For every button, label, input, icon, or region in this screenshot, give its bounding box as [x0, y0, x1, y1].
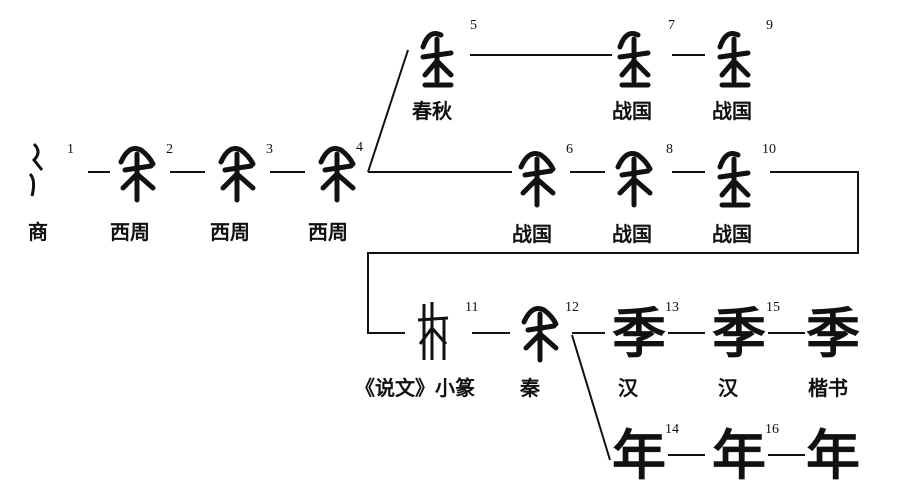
era-label: 秦 — [520, 376, 540, 400]
glyph-number: 1 — [67, 142, 74, 157]
era-label: 西周 — [210, 220, 250, 244]
era-label: 战国 — [612, 222, 652, 246]
era-label: 战国 — [712, 99, 752, 123]
glyph-final-nian: 年 — [806, 423, 860, 487]
era-label: 西周 — [308, 220, 348, 244]
glyph-number: 16 — [765, 422, 779, 437]
era-label: 商 — [28, 220, 48, 244]
glyph-12 — [518, 300, 562, 366]
glyph-number: 7 — [668, 18, 675, 33]
glyph-4 — [315, 140, 359, 206]
glyph-1 — [28, 142, 44, 197]
glyph-7 — [612, 25, 656, 91]
glyph-number: 14 — [665, 422, 679, 437]
glyph-number: 6 — [566, 142, 573, 157]
glyph-8 — [612, 145, 656, 211]
glyph-final-ji: 季 — [806, 301, 860, 365]
era-label: 春秋 — [412, 99, 452, 123]
glyph-14: 年 — [612, 423, 666, 487]
glyph-9 — [712, 25, 756, 91]
era-label: 汉 — [718, 376, 738, 400]
era-label-kaishu: 楷书 — [808, 376, 848, 400]
glyph-6 — [515, 145, 559, 211]
glyph-5 — [415, 25, 459, 91]
glyph-number: 3 — [266, 142, 273, 157]
glyph-10 — [712, 145, 756, 211]
glyph-number: 13 — [665, 300, 679, 315]
era-label: 西周 — [110, 220, 150, 244]
glyph-number: 10 — [762, 142, 776, 157]
glyph-number: 9 — [766, 18, 773, 33]
glyph-3 — [215, 140, 259, 206]
glyph-16: 年 — [712, 423, 766, 487]
glyph-number: 12 — [565, 300, 579, 315]
glyph-number: 4 — [356, 140, 363, 155]
era-label: 战国 — [512, 222, 552, 246]
glyph-number: 2 — [166, 142, 173, 157]
era-label: 《说文》小篆 — [355, 376, 475, 400]
glyph-number: 15 — [766, 300, 780, 315]
glyph-number: 8 — [666, 142, 673, 157]
glyph-15: 季 — [712, 301, 766, 365]
glyph-number: 11 — [465, 300, 479, 315]
era-label: 汉 — [618, 376, 638, 400]
glyph-number: 5 — [470, 18, 477, 33]
glyph-11 — [417, 302, 449, 360]
era-label: 战国 — [712, 222, 752, 246]
glyph-13: 季 — [612, 301, 666, 365]
era-label: 战国 — [612, 99, 652, 123]
glyph-2 — [115, 140, 159, 206]
